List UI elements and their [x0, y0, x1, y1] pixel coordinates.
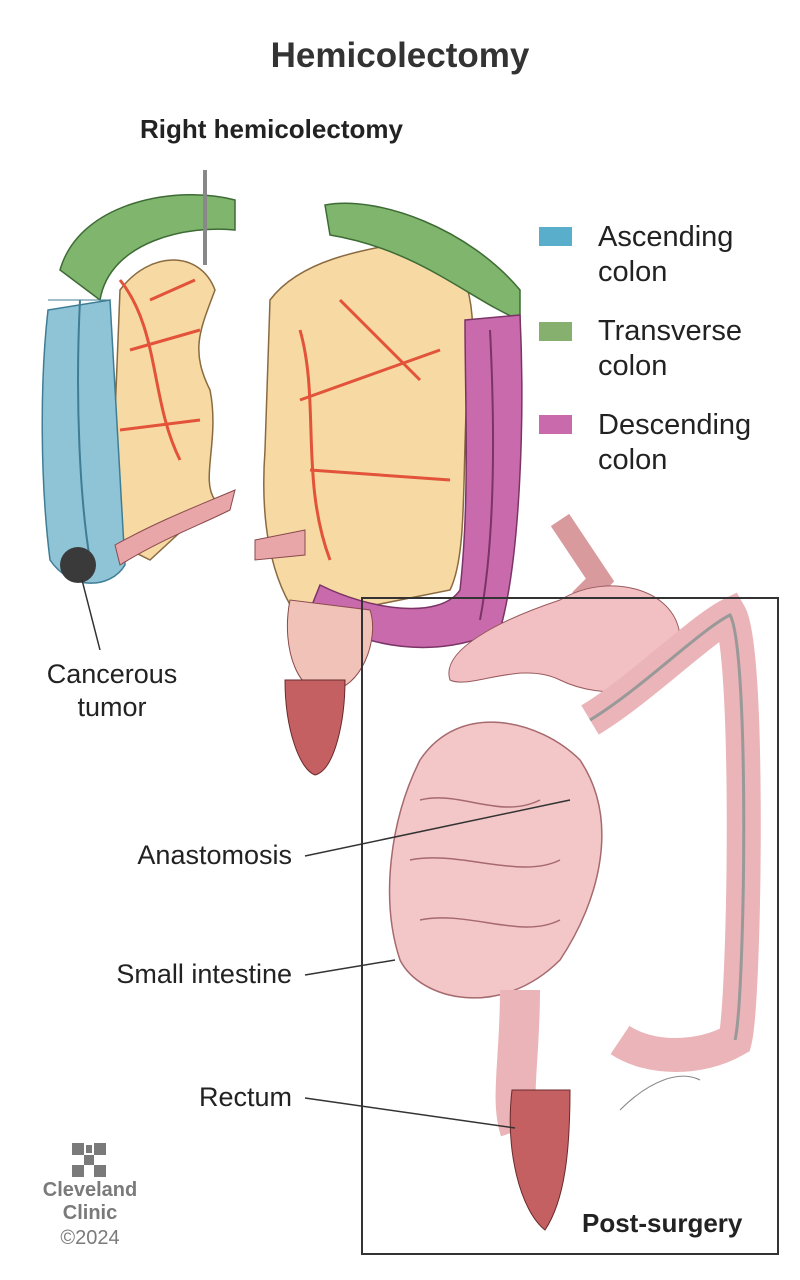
inset-title: Post-surgery	[582, 1208, 743, 1238]
tumor	[60, 547, 96, 583]
copyright: ©2024	[60, 1227, 120, 1249]
logo-icon	[72, 1143, 106, 1177]
label-small-intestine: Small intestine	[116, 959, 292, 989]
label-anastomosis: Anastomosis	[137, 840, 292, 870]
legend-swatch-ascending	[539, 227, 572, 246]
post-surgery-inset-frame	[361, 597, 779, 1255]
brand-name-2: Clinic	[62, 1202, 118, 1224]
signature	[619, 1075, 701, 1111]
post-surgery-anatomy	[388, 513, 761, 1231]
removed-colon-section	[41, 170, 236, 584]
label-rectum: Rectum	[198, 1082, 292, 1112]
legend-swatch-transverse	[539, 322, 572, 341]
legend-swatch-descending	[539, 415, 572, 434]
section-title: Right hemicolectomy	[140, 114, 403, 144]
remaining-colon	[254, 202, 523, 776]
page-title: Hemicolectomy	[270, 36, 530, 75]
leader-lines	[81, 579, 571, 1129]
brand-name: Cleveland	[42, 1179, 138, 1201]
